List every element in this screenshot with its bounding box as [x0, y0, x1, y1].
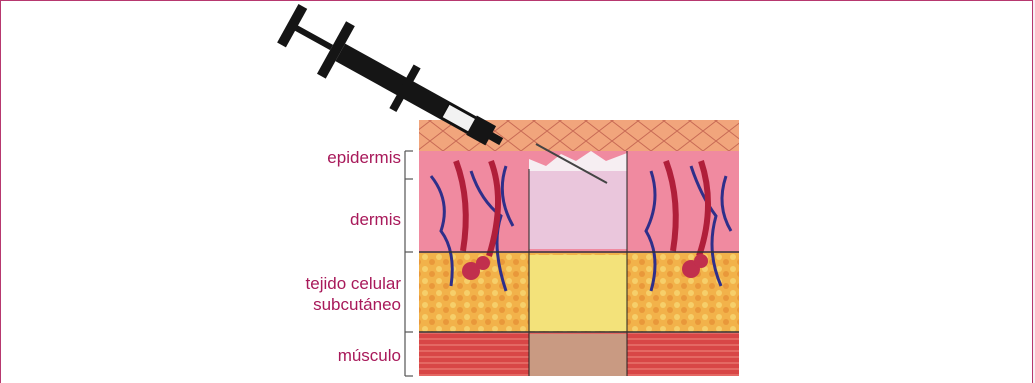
layer-labels: epidermis dermis tejido celular subcután…	[1, 1, 401, 383]
label-subcutaneous-line2: subcutáneo	[313, 294, 401, 315]
label-muscle: músculo	[338, 345, 401, 366]
dermis-block	[529, 171, 627, 249]
label-subcutaneous-line1: tejido celular	[306, 273, 401, 294]
layer-bracket	[405, 151, 413, 376]
label-dermis: dermis	[350, 209, 401, 230]
subcutaneous-block	[529, 255, 627, 331]
label-epidermis: epidermis	[327, 147, 401, 168]
muscle-block	[529, 334, 627, 376]
